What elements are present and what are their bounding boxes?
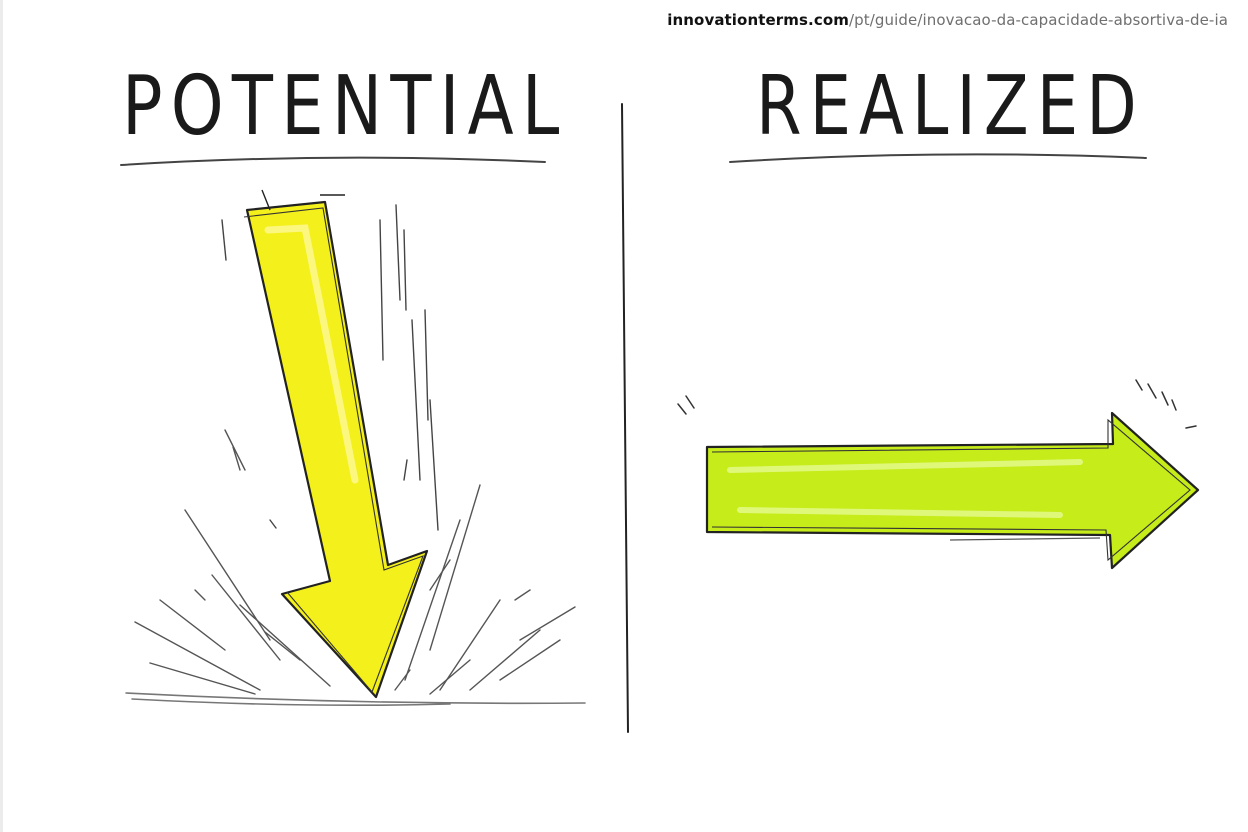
source-url: innovationterms.com/pt/guide/inovacao-da… [667,11,1228,29]
panel-divider [621,103,629,733]
potential-underline [120,156,546,166]
source-domain: innovationterms.com [667,11,849,29]
realized-title: REALIZED [756,59,1145,154]
impact-splash [134,429,576,695]
right-arrow [705,411,1200,570]
realized-underline [729,153,1147,163]
down-arrow [243,189,429,699]
source-path: /pt/guide/inovacao-da-capacidade-absorti… [848,11,1228,29]
motion-ticks [677,379,1197,429]
motion-streaks [221,204,439,531]
impact-ground [125,692,586,707]
left-edge-border [0,0,3,832]
potential-title: POTENTIAL [122,59,568,154]
